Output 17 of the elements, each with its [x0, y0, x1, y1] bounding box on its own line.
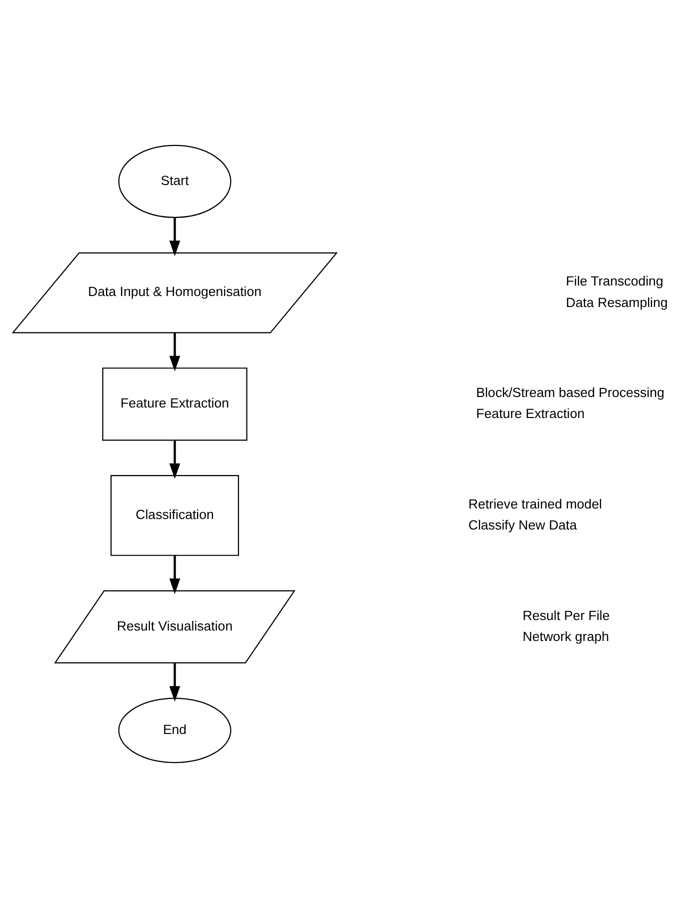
arrow [169, 218, 180, 256]
label: Feature Extraction [476, 406, 585, 422]
node-box: Classification [110, 475, 240, 556]
label: Classify New Data [468, 517, 577, 532]
label: Block/Stream based Processing [476, 385, 664, 400]
label: Retrieve trained model [468, 496, 602, 512]
arrow [169, 440, 180, 479]
label: Data Resampling [566, 294, 668, 310]
arrow [169, 555, 180, 594]
arrow [169, 332, 180, 372]
node-ellipse: End [118, 698, 232, 764]
node-ellipse: Start [118, 144, 232, 218]
node-box: Feature Extraction [102, 368, 248, 441]
label: Network graph [522, 628, 610, 644]
arrow [169, 663, 180, 702]
label: Result Per File [522, 608, 610, 623]
label: File Transcoding [566, 274, 664, 289]
